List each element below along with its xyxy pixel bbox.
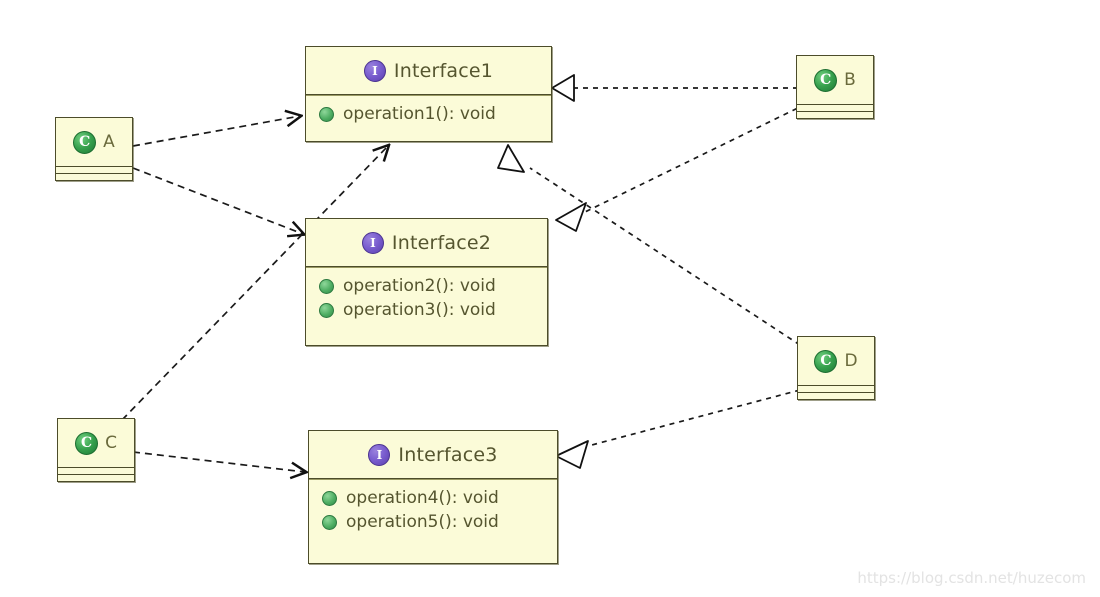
class-icon: C	[75, 431, 99, 455]
interface2-operations: operation2(): void operation3(): void	[306, 267, 547, 328]
class-attributes-compartment	[798, 385, 874, 392]
class-c-name: C	[105, 433, 117, 453]
interface3-title: Interface3	[398, 443, 498, 466]
edge-d-to-interface1	[529, 167, 801, 346]
operation-label: operation4(): void	[346, 488, 499, 508]
class-attributes-compartment	[797, 104, 873, 111]
operation-label: operation3(): void	[343, 300, 496, 320]
operation-label: operation1(): void	[343, 104, 496, 124]
interface-box-interface2[interactable]: I Interface2 operation2(): void operatio…	[305, 218, 548, 346]
operation-row[interactable]: operation2(): void	[306, 274, 547, 298]
class-box-d[interactable]: C D	[797, 336, 875, 400]
interface-box-interface3[interactable]: I Interface3 operation4(): void operatio…	[308, 430, 558, 564]
class-box-a[interactable]: C A	[55, 117, 133, 181]
watermark-text: https://blog.csdn.net/huzecom	[857, 569, 1086, 587]
edge-b-to-interface2	[584, 103, 807, 213]
hollow-triangle-interface3-right	[555, 440, 589, 469]
interface2-header: I Interface2	[306, 219, 547, 267]
edge-d-to-interface3	[587, 389, 801, 447]
hollow-triangle-interface2-topright	[555, 202, 587, 232]
interface1-operations: operation1(): void	[306, 95, 551, 132]
public-member-icon	[319, 106, 334, 122]
class-a-header: C A	[56, 118, 132, 166]
interface3-operations: operation4(): void operation5(): void	[309, 479, 557, 540]
public-member-icon	[319, 278, 334, 294]
edge-c-to-interface1	[121, 146, 388, 421]
class-attributes-compartment	[58, 467, 134, 474]
interface1-header: I Interface1	[306, 47, 551, 95]
class-d-header: C D	[798, 337, 874, 385]
class-a-name: A	[103, 132, 115, 152]
class-operations-compartment	[798, 392, 874, 399]
interface-icon: I	[368, 443, 391, 466]
interface-box-interface1[interactable]: I Interface1 operation1(): void	[305, 46, 552, 142]
class-icon: C	[814, 349, 838, 373]
operation-row[interactable]: operation3(): void	[306, 298, 547, 322]
hollow-triangle-interface1-right	[551, 74, 575, 102]
interface1-title: Interface1	[393, 59, 494, 82]
class-icon: C	[73, 130, 97, 154]
class-operations-compartment	[797, 111, 873, 118]
interface2-title: Interface2	[391, 231, 492, 254]
class-icon: C	[814, 68, 838, 92]
class-d-name: D	[844, 351, 858, 371]
class-attributes-compartment	[56, 166, 132, 173]
operation-label: operation2(): void	[343, 276, 496, 296]
edge-a-to-interface1	[132, 116, 300, 147]
class-box-c[interactable]: C C	[57, 418, 135, 482]
class-b-name: B	[844, 70, 856, 90]
class-operations-compartment	[56, 173, 132, 180]
class-c-header: C C	[58, 419, 134, 467]
class-operations-compartment	[58, 474, 134, 481]
operation-label: operation5(): void	[346, 512, 499, 532]
public-member-icon	[322, 514, 337, 530]
interface3-header: I Interface3	[309, 431, 557, 479]
interface-icon: I	[363, 59, 386, 82]
public-member-icon	[319, 302, 334, 318]
edge-c-to-interface3	[132, 451, 305, 472]
public-member-icon	[322, 490, 337, 506]
operation-row[interactable]: operation4(): void	[309, 486, 557, 510]
interface-icon: I	[361, 231, 384, 254]
class-b-header: C B	[797, 56, 873, 104]
hollow-triangle-interface1-bottom	[497, 144, 525, 173]
operation-row[interactable]: operation1(): void	[306, 102, 551, 126]
operation-row[interactable]: operation5(): void	[309, 510, 557, 534]
edge-a-to-interface2	[132, 167, 303, 234]
class-box-b[interactable]: C B	[796, 55, 874, 119]
